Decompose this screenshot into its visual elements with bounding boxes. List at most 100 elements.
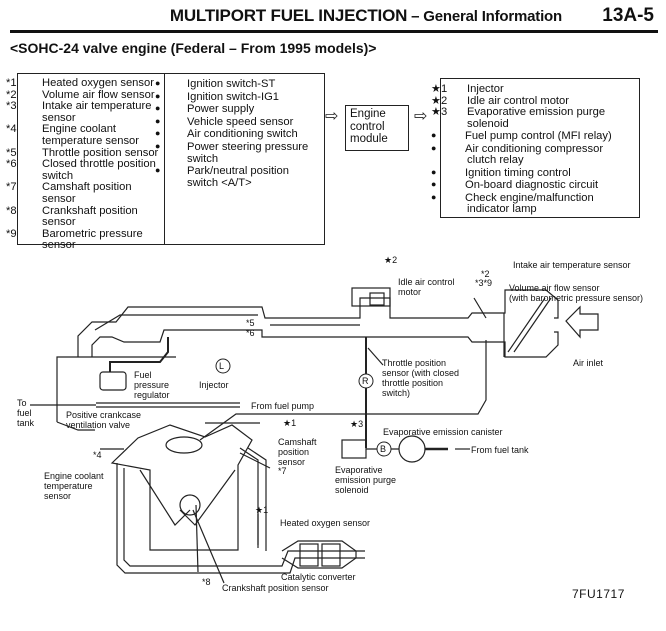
- purge-solenoid-body: [341, 439, 367, 459]
- actuator-mark: ★2: [431, 94, 448, 107]
- output-control-item: Ignition timing control: [449, 167, 633, 180]
- star1-injector-label: ★1: [283, 418, 297, 428]
- evap-canister-label: Evaporative emission canister: [383, 427, 503, 437]
- sensor-label: Barometric pressure sensor: [42, 227, 143, 252]
- engine-coolant-sensor-label: Engine coolant temperature sensor: [44, 471, 104, 501]
- sensor-label: Engine coolant temperature sensor: [42, 123, 140, 147]
- page-number: 13A-5: [602, 5, 654, 26]
- input-signal-item: Ignition switch-IG1: [171, 91, 320, 104]
- input-signal-label: Ignition switch-IG1: [187, 90, 280, 103]
- sensor-label: Volume air flow sensor: [42, 88, 155, 101]
- catalytic-converter-label: Catalytic converter: [281, 572, 356, 582]
- output-control-label: Air conditioning compressor clutch relay: [465, 142, 604, 166]
- intake-pipe-lower: [91, 329, 559, 358]
- page-title: MULTIPORT FUEL INJECTION – General Infor…: [0, 6, 562, 26]
- engine-v-left: [139, 469, 191, 526]
- idle-air-control-label: Idle air control motor: [398, 277, 455, 297]
- fuel-pressure-regulator-body: [99, 371, 127, 391]
- hose-l-marker: [215, 358, 231, 374]
- hose-l: [109, 337, 169, 372]
- airflow-plate-2: [513, 297, 552, 353]
- output-control-label: Fuel pump control (MFI relay): [465, 130, 612, 142]
- sensor-label: Closed throttle position switch: [42, 158, 156, 182]
- cat-element-2: [321, 543, 341, 567]
- input-signal-item: Power steering pressure switch: [171, 141, 320, 165]
- mark-7-label: *7: [278, 466, 287, 476]
- sensor-item: *2 Volume air flow sensor: [6, 88, 160, 102]
- title-separator: –: [407, 8, 424, 25]
- output-control-item: Air conditioning compressor clutch relay: [449, 143, 633, 167]
- input-signal-item: Power supply: [171, 103, 320, 116]
- leader-tps: [367, 347, 384, 366]
- sensor-label: Intake air temperature sensor: [42, 100, 152, 124]
- input-signal-label: Park/neutral position switch <A/T>: [187, 165, 289, 189]
- title-main: MULTIPORT FUEL INJECTION: [169, 6, 408, 25]
- evap-purge-solenoid-label: Evaporative emission purge solenoid: [335, 465, 397, 495]
- star3-label: ★3: [350, 419, 364, 429]
- figure-id: 7FU1717: [572, 587, 625, 601]
- sensor-mark: *7: [6, 181, 17, 194]
- leader-7: [239, 452, 271, 469]
- input-signal-label: Ignition switch-ST: [187, 78, 276, 90]
- crankshaft-pulley: [179, 494, 201, 516]
- input-signal-label: Power steering pressure switch: [187, 140, 309, 165]
- hose-b-marker: [376, 441, 392, 457]
- from-fuel-pump-label: From fuel pump: [251, 401, 315, 411]
- leader-tps-top: [473, 297, 487, 319]
- actuator-label: Evaporative emission purge solenoid: [467, 106, 606, 130]
- mark-4-label: *4: [93, 450, 102, 460]
- crankshaft-sensor-label: Crankshaft position sensor: [222, 583, 329, 593]
- mark-3-9-label: *3*9: [475, 278, 493, 288]
- catalytic-converter: [281, 540, 357, 569]
- to-fuel-tank-label: To fuel tank: [17, 398, 35, 428]
- input-signal-item: Park/neutral position switch <A/T>: [171, 165, 320, 189]
- iac-motor-body: [351, 287, 391, 307]
- injector-label: Injector: [199, 380, 229, 390]
- sensor-mark: *2: [6, 88, 17, 101]
- star1-o2-label: ★1: [255, 505, 269, 515]
- actuator-item: ★2 Idle air control motor: [431, 94, 633, 108]
- arrow-to-ecm-icon: ⇨: [325, 108, 339, 125]
- leader-8: [195, 504, 199, 573]
- sensor-mark: *5: [6, 146, 17, 159]
- sensor-item: *3 Intake air temperature sensor: [6, 100, 160, 124]
- input-signal-label: Vehicle speed sensor: [187, 115, 294, 128]
- engine-v-right: [179, 469, 236, 526]
- throttle-position-sensor-label: Throttle position sensor (with closed th…: [382, 358, 460, 398]
- switch-column: Ignition switch-STIgnition switch-IG1Pow…: [165, 74, 324, 244]
- air-inlet-arrow: [565, 305, 599, 339]
- actuator-label: Idle air control motor: [467, 94, 569, 107]
- fuel-line-return: [56, 421, 95, 431]
- engine-control-module-box: Engine control module: [345, 105, 409, 151]
- heated-oxygen-sensor-label: Heated oxygen sensor: [280, 518, 371, 528]
- arrow-from-ecm-icon: ⇨: [414, 108, 428, 125]
- input-signal-item: Air conditioning switch: [171, 128, 320, 141]
- output-control-item: Check engine/malfunction indicator lamp: [449, 192, 633, 216]
- section-subtitle: <SOHC-24 valve engine (Federal – From 19…: [10, 40, 377, 56]
- sensor-label: Crankshaft position sensor: [42, 204, 138, 229]
- pcv-valve-label: Positive crankcase ventilation valve: [66, 410, 142, 430]
- input-signal-label: Power supply: [187, 103, 255, 116]
- actuator-mark: ★1: [431, 83, 448, 95]
- evap-canister: [398, 435, 426, 463]
- from-fuel-tank-label: From fuel tank: [471, 445, 529, 455]
- cat-element-1: [299, 543, 319, 567]
- hose-b-label: B: [380, 444, 387, 454]
- sensor-mark: *3: [6, 100, 17, 113]
- hose-l-label: L: [219, 361, 225, 371]
- star2-label: ★2: [384, 255, 398, 265]
- air-inlet-label: Air inlet: [573, 358, 604, 368]
